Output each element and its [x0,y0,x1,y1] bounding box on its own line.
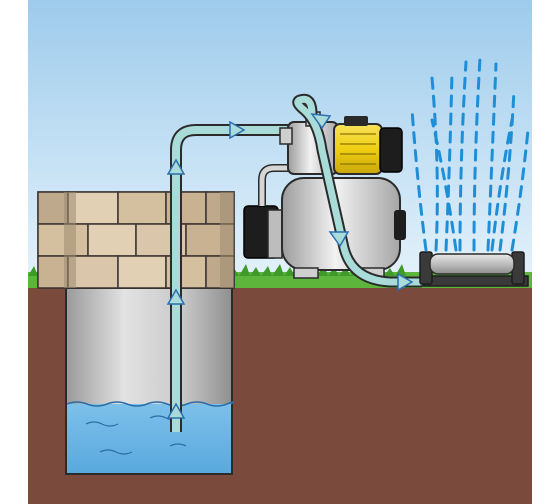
suction-pipe [166,120,290,432]
flow-arrow-icon [328,231,350,248]
flow-arrow-icon [310,113,332,130]
well-water [66,401,234,473]
stone-well-icon [37,191,235,289]
discharge-hose [292,93,426,292]
flow-arrow-icon [166,158,186,175]
flow-arrow-icon [166,402,186,419]
pump-icon [333,116,403,175]
flow-arrow-icon [229,120,246,140]
flow-arrow-icon [166,288,186,305]
sprinkler-icon [419,251,529,287]
flow-arrow-icon [397,272,414,292]
water-spray-icon [410,56,530,252]
